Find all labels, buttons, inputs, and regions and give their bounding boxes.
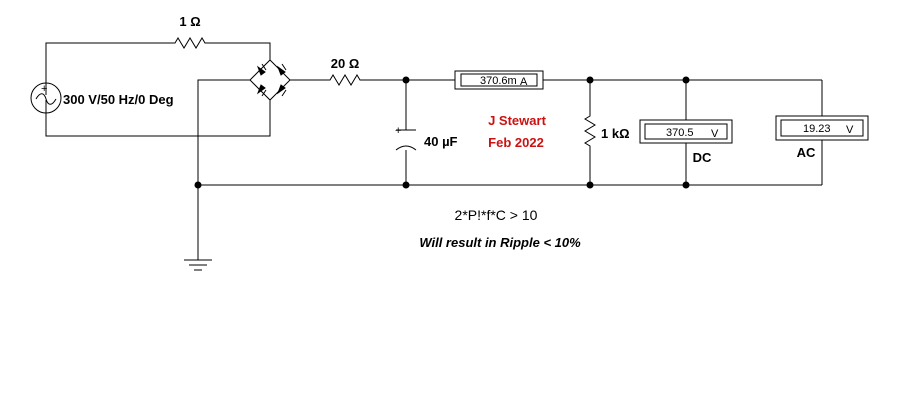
series-resistor [172, 37, 208, 49]
ammeter-value: 370.6m [480, 75, 517, 87]
dc-voltmeter-value: 370.5 [666, 127, 694, 139]
capacitor-polarity: + [395, 125, 401, 137]
ac-source [30, 82, 62, 114]
load-resistor [584, 113, 596, 151]
dc-voltmeter-unit: V [711, 128, 719, 140]
dc-voltmeter [639, 119, 733, 144]
ground-symbol [184, 259, 212, 271]
ripple-note: Will result in Ripple < 10% [419, 235, 581, 250]
author-name: J Stewart [488, 113, 546, 128]
ammeter [454, 70, 544, 90]
ammeter-unit: A [520, 76, 528, 88]
source-polarity: + [41, 83, 47, 95]
filter-resistor [327, 74, 363, 86]
filter-resistor-label: 20 Ω [331, 56, 360, 71]
ac-voltmeter [775, 115, 869, 141]
dc-voltmeter-mode: DC [693, 150, 712, 165]
ac-voltmeter-mode: AC [797, 145, 816, 160]
load-resistor-label: 1 kΩ [601, 126, 630, 141]
formula-note: 2*P!*f*C > 10 [455, 207, 538, 223]
ac-voltmeter-unit: V [846, 124, 854, 136]
source-label: 300 V/50 Hz/0 Deg [63, 92, 174, 107]
author-date: Feb 2022 [488, 135, 544, 150]
ac-voltmeter-value: 19.23 [803, 123, 831, 135]
series-resistor-label: 1 Ω [179, 14, 200, 29]
capacitor [395, 129, 417, 151]
junction-dots [194, 76, 690, 189]
capacitor-label: 40 µF [424, 134, 458, 149]
bridge-rectifier [249, 59, 291, 101]
